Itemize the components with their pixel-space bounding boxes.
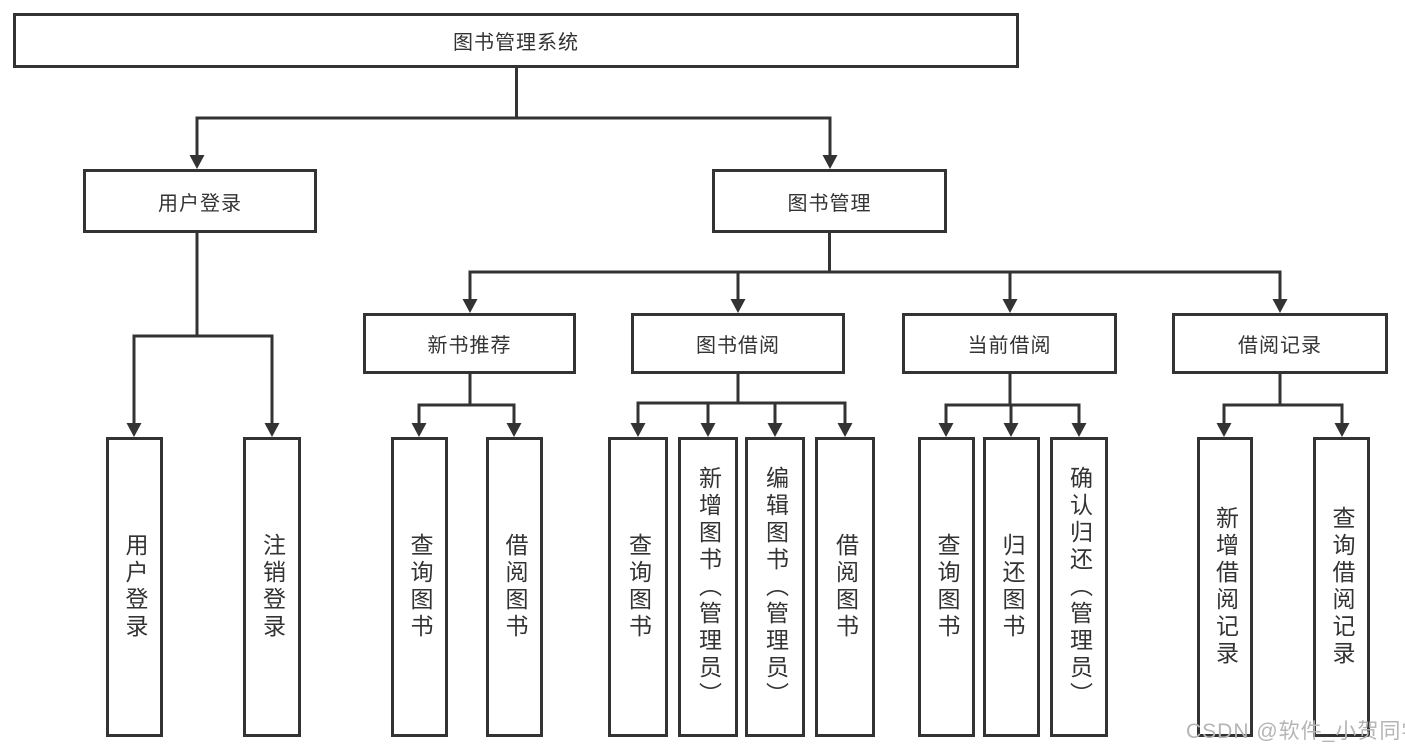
node-book-management: 图书管理: [712, 169, 947, 233]
leaf-borrow-books: 借阅图书: [815, 437, 875, 737]
node-book-borrowing: 图书借阅: [631, 313, 845, 374]
leaf-edit-books-admin: 编辑图书（管理员）: [745, 437, 805, 737]
leaf-query-books-rec: 查询图书: [391, 437, 448, 737]
node-current-borrowing: 当前借阅: [902, 313, 1117, 374]
leaf-query-borrow-record: 查询借阅记录: [1313, 437, 1370, 737]
leaf-borrow-books-rec: 借阅图书: [486, 437, 543, 737]
node-library-management-system: 图书管理系统: [13, 13, 1019, 68]
leaf-logout: 注销登录: [243, 437, 301, 737]
leaf-return-books: 归还图书: [983, 437, 1040, 737]
leaf-user-login: 用户登录: [106, 437, 163, 737]
leaf-confirm-return-admin: 确认归还（管理员）: [1050, 437, 1108, 737]
leaf-add-books-admin: 新增图书（管理员）: [678, 437, 738, 737]
leaf-add-borrow-record: 新增借阅记录: [1197, 437, 1253, 737]
node-user-login: 用户登录: [83, 169, 317, 233]
leaf-query-books-current: 查询图书: [918, 437, 975, 737]
leaf-query-books-borrow: 查询图书: [608, 437, 668, 737]
csdn-watermark: CSDN @软件_小贺同学: [1186, 720, 1405, 743]
node-new-book-recommendation: 新书推荐: [363, 313, 576, 374]
node-borrowing-records: 借阅记录: [1172, 313, 1388, 374]
